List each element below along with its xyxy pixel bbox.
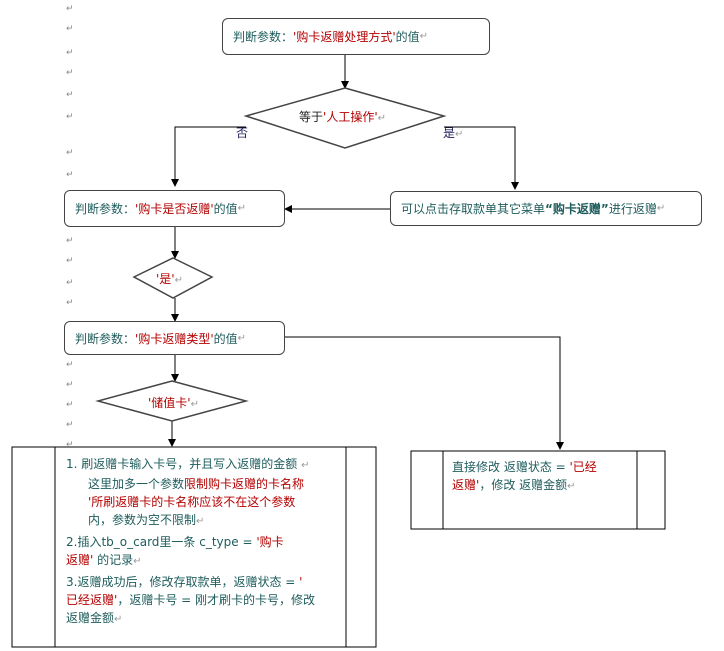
- paragraph-mark: ↵: [66, 170, 74, 180]
- paragraph-mark: ↵: [66, 298, 74, 308]
- right-line2b: ，修改 返赠金额: [479, 478, 568, 492]
- para-mark: ↵: [419, 31, 429, 42]
- para-mark: ↵: [301, 460, 310, 471]
- item2-line1b: '购卡: [256, 535, 284, 549]
- item2-line1a: 2.插入tb_o_card里一条 c_type =: [66, 535, 257, 549]
- node-return-type: 判断参数：'购卡返赠类型'的值↵: [64, 321, 285, 355]
- paragraph-mark: ↵: [66, 440, 74, 450]
- paragraph-mark: ↵: [66, 380, 74, 390]
- right-line2a: 返赠': [452, 478, 480, 492]
- edge-label-yes-text: 是: [443, 126, 456, 140]
- node-return-enabled: 判断参数：'购卡是否返赠'的值↵: [64, 190, 285, 227]
- paragraph-mark: ↵: [66, 278, 74, 288]
- right-line1b: '已经: [569, 460, 597, 474]
- item1-line2: 这里加多一个参数限制购卡返赠的卡名称: [66, 475, 346, 493]
- edge-label-yes: 是↵: [443, 124, 463, 141]
- item3-line1b: ': [299, 575, 303, 589]
- paragraph-mark: ↵: [66, 112, 74, 122]
- decision-diamond-manual: [243, 87, 447, 149]
- decision-label-manual: 等于'人工操作'↵: [299, 108, 386, 125]
- para-mark: ↵: [196, 516, 205, 527]
- para-mark: ↵: [133, 556, 142, 567]
- item2-line2b: 的记录: [93, 553, 134, 567]
- para-mark: ↵: [174, 275, 183, 286]
- node-prefix: 判断参数：: [233, 30, 294, 44]
- item3-line2b: ，返赠卡号 = 刚才刷卡的卡号，修改: [117, 593, 315, 607]
- decision-value: '人工操作': [323, 110, 378, 124]
- item3-line3: 返赠金额: [66, 611, 115, 625]
- paragraph-mark: ↵: [66, 400, 74, 410]
- paragraph-mark: ↵: [66, 24, 74, 34]
- paragraph-mark: ↵: [66, 148, 74, 158]
- paragraph-mark: ↵: [66, 256, 74, 266]
- quote-open: “: [545, 201, 553, 216]
- item1-line1: 1. 刷返赠卡输入卡号，并且写入返赠的金额: [66, 457, 298, 471]
- paragraph-mark: ↵: [66, 360, 74, 370]
- edge-n3-rightbox: [285, 336, 564, 450]
- paragraph-mark: ↵: [66, 48, 74, 58]
- item3-line1a: 3.返赠成功后，修改存取款单，返赠状态 =: [66, 575, 300, 589]
- para-mark: ↵: [190, 399, 199, 410]
- paragraph-mark: ↵: [66, 90, 74, 100]
- para-mark: ↵: [455, 129, 464, 140]
- decision-diamond-yes: [132, 257, 214, 299]
- node-param: '购卡是否返赠': [135, 202, 214, 216]
- left-box-text: 1. 刷返赠卡输入卡号，并且写入返赠的金额 ↵ 这里加多一个参数限制购卡返赠的卡…: [66, 455, 346, 631]
- para-mark: ↵: [237, 332, 247, 344]
- node-suffix: 的值: [213, 202, 238, 216]
- item1-line4: 内，参数为空不限制↵: [66, 511, 346, 531]
- para-mark: ↵: [237, 203, 247, 214]
- node-prefix: 可以点击存取款单其它菜单: [401, 202, 546, 216]
- edge-label-no: 否: [236, 126, 249, 140]
- node-suffix: 的值: [395, 30, 420, 44]
- node-suffix: 的值: [213, 331, 238, 346]
- right-line1a: 直接修改 返赠状态 =: [452, 460, 570, 474]
- node-process-mode: 判断参数：'购卡返赠处理方式'的值↵: [222, 18, 490, 55]
- item2-line2a: 返赠': [66, 553, 94, 567]
- paragraph-mark: ↵: [66, 236, 74, 246]
- paragraph-mark: ↵: [66, 68, 74, 78]
- list-item-3: 3.返赠成功后，修改存取款单，返赠状态 = ' 已经返赠'，返赠卡号 = 刚才刷…: [66, 573, 346, 629]
- paragraph-mark: ↵: [66, 420, 74, 430]
- decision-value: '储值卡': [148, 396, 191, 410]
- menu-name: 购卡返赠: [552, 202, 601, 216]
- edge-d1-yes: [444, 126, 519, 190]
- item1-line4-text: 内，参数为空不限制: [88, 513, 197, 527]
- decision-diamond-card-type: [95, 380, 249, 422]
- item1-line2a: 这里加多一个参数: [88, 477, 185, 491]
- item1-line2b: 限制购卡返赠的卡名称: [184, 477, 305, 491]
- left-action-box: [11, 446, 377, 648]
- list-item-1: 1. 刷返赠卡输入卡号，并且写入返赠的金额 ↵ 这里加多一个参数限制购卡返赠的卡…: [66, 455, 346, 531]
- decision-label-card-type: '储值卡'↵: [148, 394, 199, 411]
- decision-prefix: 等于: [299, 110, 324, 124]
- right-action-box: [410, 450, 666, 530]
- para-mark: ↵: [656, 203, 666, 214]
- para-mark: ↵: [114, 614, 123, 625]
- para-mark: ↵: [377, 113, 387, 124]
- decision-value: '是': [156, 272, 175, 286]
- list-item-2: 2.插入tb_o_card里一条 c_type = '购卡 返赠' 的记录↵: [66, 533, 346, 571]
- node-prefix: 判断参数：: [75, 202, 136, 216]
- paragraph-mark: ↵: [66, 4, 74, 14]
- node-param: '购卡返赠类型': [135, 331, 214, 346]
- node-prefix: 判断参数：: [75, 331, 136, 346]
- decision-label-yes: '是'↵: [156, 270, 183, 287]
- node-suffix: 进行返赠: [608, 202, 657, 216]
- node-manual-menu: 可以点击存取款单其它菜单“购卡返赠”进行返赠↵: [390, 191, 702, 226]
- item3-line2a: 已经返赠': [66, 593, 118, 607]
- right-box-text: 直接修改 返赠状态 = '已经 返赠'，修改 返赠金额↵: [452, 458, 634, 496]
- quote-close: ”: [600, 201, 609, 216]
- para-mark: ↵: [567, 481, 576, 492]
- node-param: '购卡返赠处理方式': [293, 30, 396, 44]
- item1-line3: '所刷返赠卡的卡名称应该不在这个参数: [88, 495, 296, 509]
- edge-d1-no: [171, 126, 246, 187]
